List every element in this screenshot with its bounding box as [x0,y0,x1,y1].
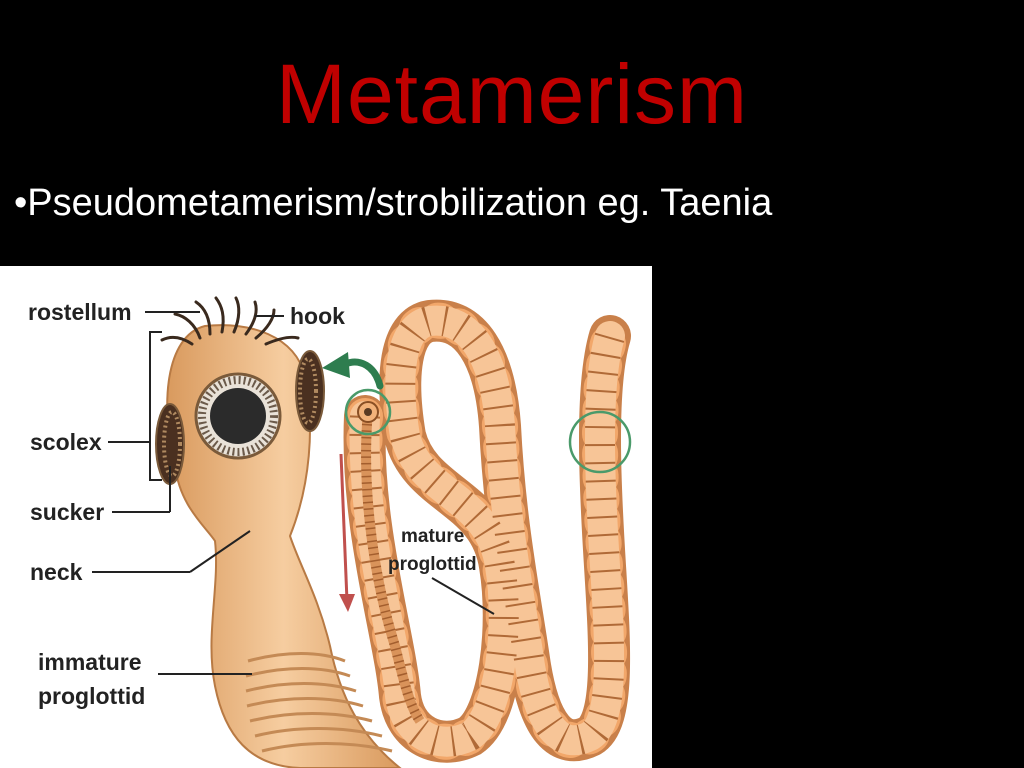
label-scolex: scolex [30,429,102,455]
red-arrow-icon [339,453,355,612]
sucker-front-center [210,388,266,444]
label-mature-line1: mature [401,526,464,547]
label-mature-line2: proglottid [388,554,477,575]
scolex-enlarged [155,296,402,768]
immature-rings [245,652,393,753]
strobila-segments [343,299,631,763]
slide-title: Metamerism [275,47,749,141]
green-arrow-icon [322,352,384,390]
label-neck: neck [30,559,83,585]
leader-lines [92,311,495,675]
label-immature-line2: proglottid [38,683,145,709]
highlight-circle-left [344,388,392,436]
segment-lines [349,305,625,757]
bullet-text: •Pseudometamerism/strobilization eg. Tae… [14,182,773,224]
sucker-right [295,350,325,432]
label-immature-line1: immature [38,649,142,675]
highlight-circle-right [568,410,632,474]
label-sucker: sucker [30,499,104,525]
sucker-front-ridges [198,376,278,456]
tapeworm-diagram: rostellum hook scolex sucker neck immatu… [0,266,652,768]
small-scolex-center [364,408,372,416]
tapeworm-illustration: rostellum hook scolex sucker neck immatu… [28,296,632,768]
label-hook: hook [290,303,345,329]
thin-strobila [361,410,425,724]
sucker-right-ridges [298,357,318,425]
label-rostellum: rostellum [28,299,132,325]
sucker-left-ridges [162,410,182,478]
